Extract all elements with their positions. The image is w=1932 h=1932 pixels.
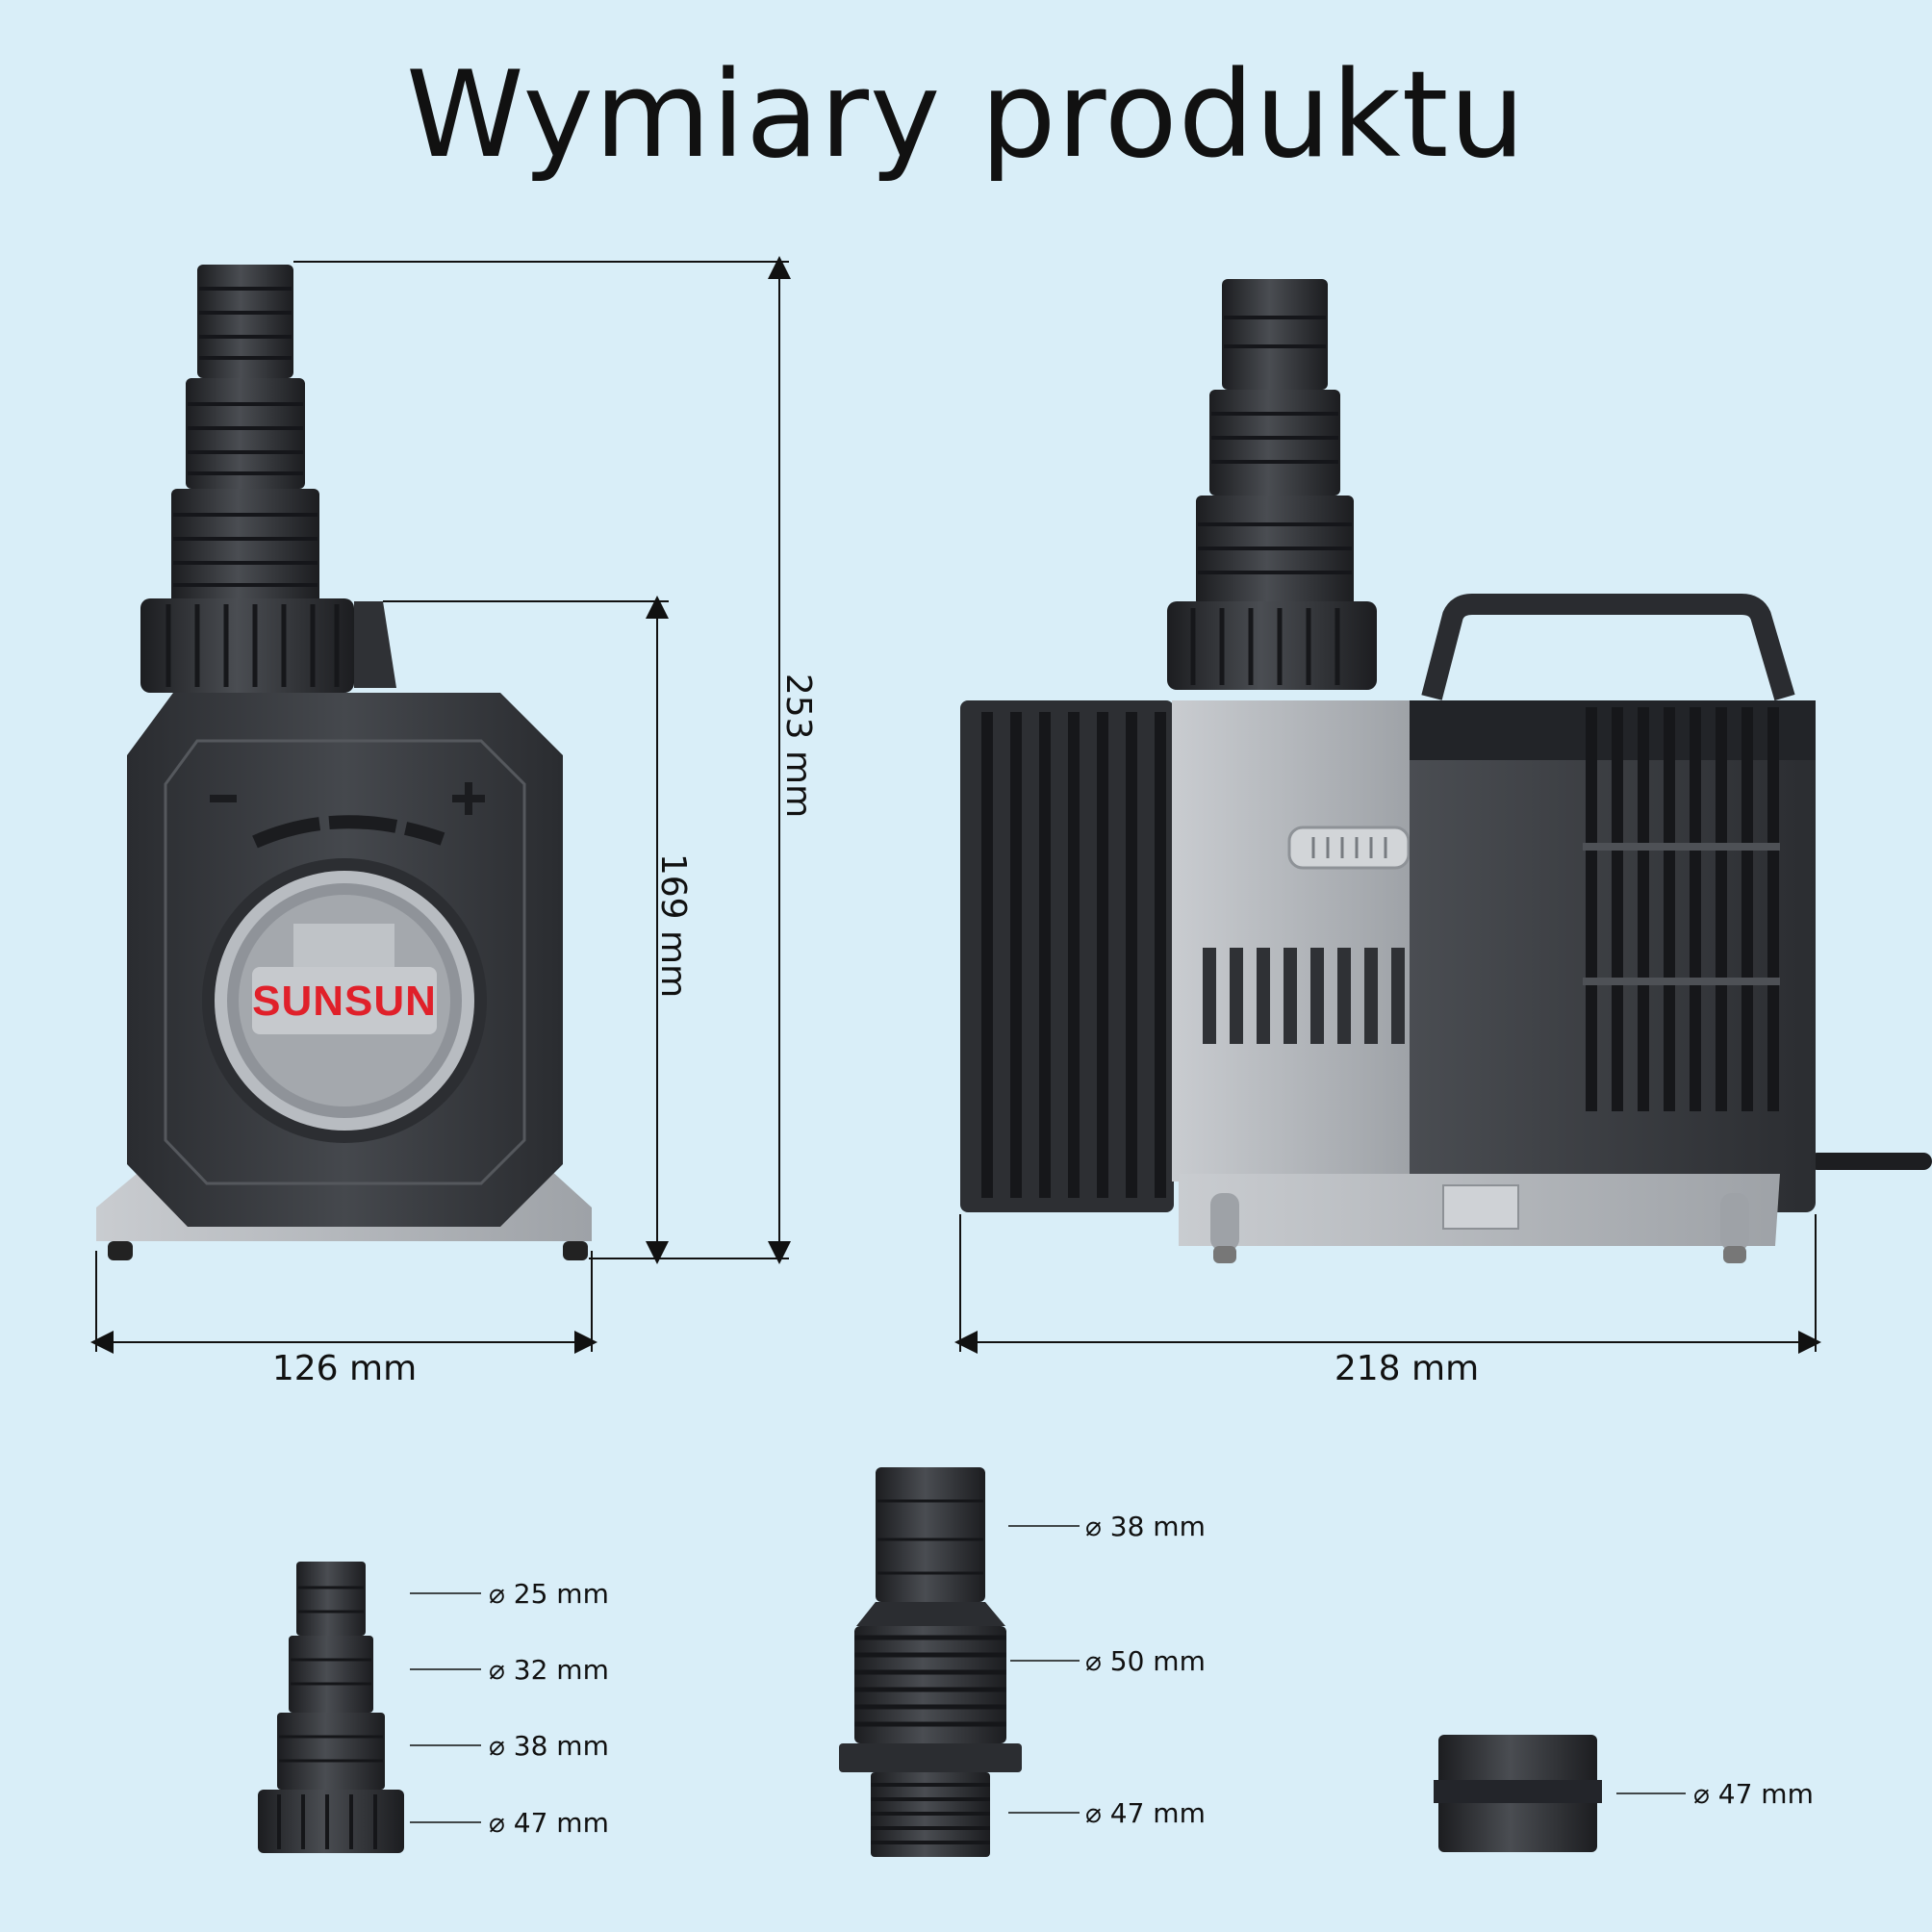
adapter-threaded-label-2: ⌀ 50 mm — [1085, 1645, 1206, 1677]
adapter-stepped-label-2: ⌀ 32 mm — [489, 1654, 609, 1686]
dimension-lines — [90, 256, 1821, 1354]
adapter-stepped-label-4: ⌀ 47 mm — [489, 1807, 609, 1839]
pump-side-view — [960, 279, 1932, 1263]
adapter-threaded-label-3: ⌀ 47 mm — [1085, 1797, 1206, 1829]
adapter-threaded — [839, 1467, 1022, 1857]
dimension-front-width: 126 mm — [272, 1349, 417, 1388]
adapter-coupler-label: ⌀ 47 mm — [1693, 1778, 1814, 1810]
adapter-coupler — [1434, 1735, 1602, 1852]
brand-logo: SUNSUN — [252, 978, 437, 1025]
dimension-body-height: 169 mm — [653, 853, 693, 998]
dimension-side-width: 218 mm — [1335, 1349, 1479, 1388]
pump-front-view: SUNSUN — [96, 265, 592, 1260]
dimension-total-height: 253 mm — [778, 674, 818, 818]
adapter-threaded-label-1: ⌀ 38 mm — [1085, 1511, 1206, 1542]
page-title: Wymiary produktu — [406, 46, 1526, 185]
adapter-stepped — [258, 1562, 404, 1853]
adapter-stepped-label-3: ⌀ 38 mm — [489, 1730, 609, 1762]
adapter-stepped-label-1: ⌀ 25 mm — [489, 1578, 609, 1610]
